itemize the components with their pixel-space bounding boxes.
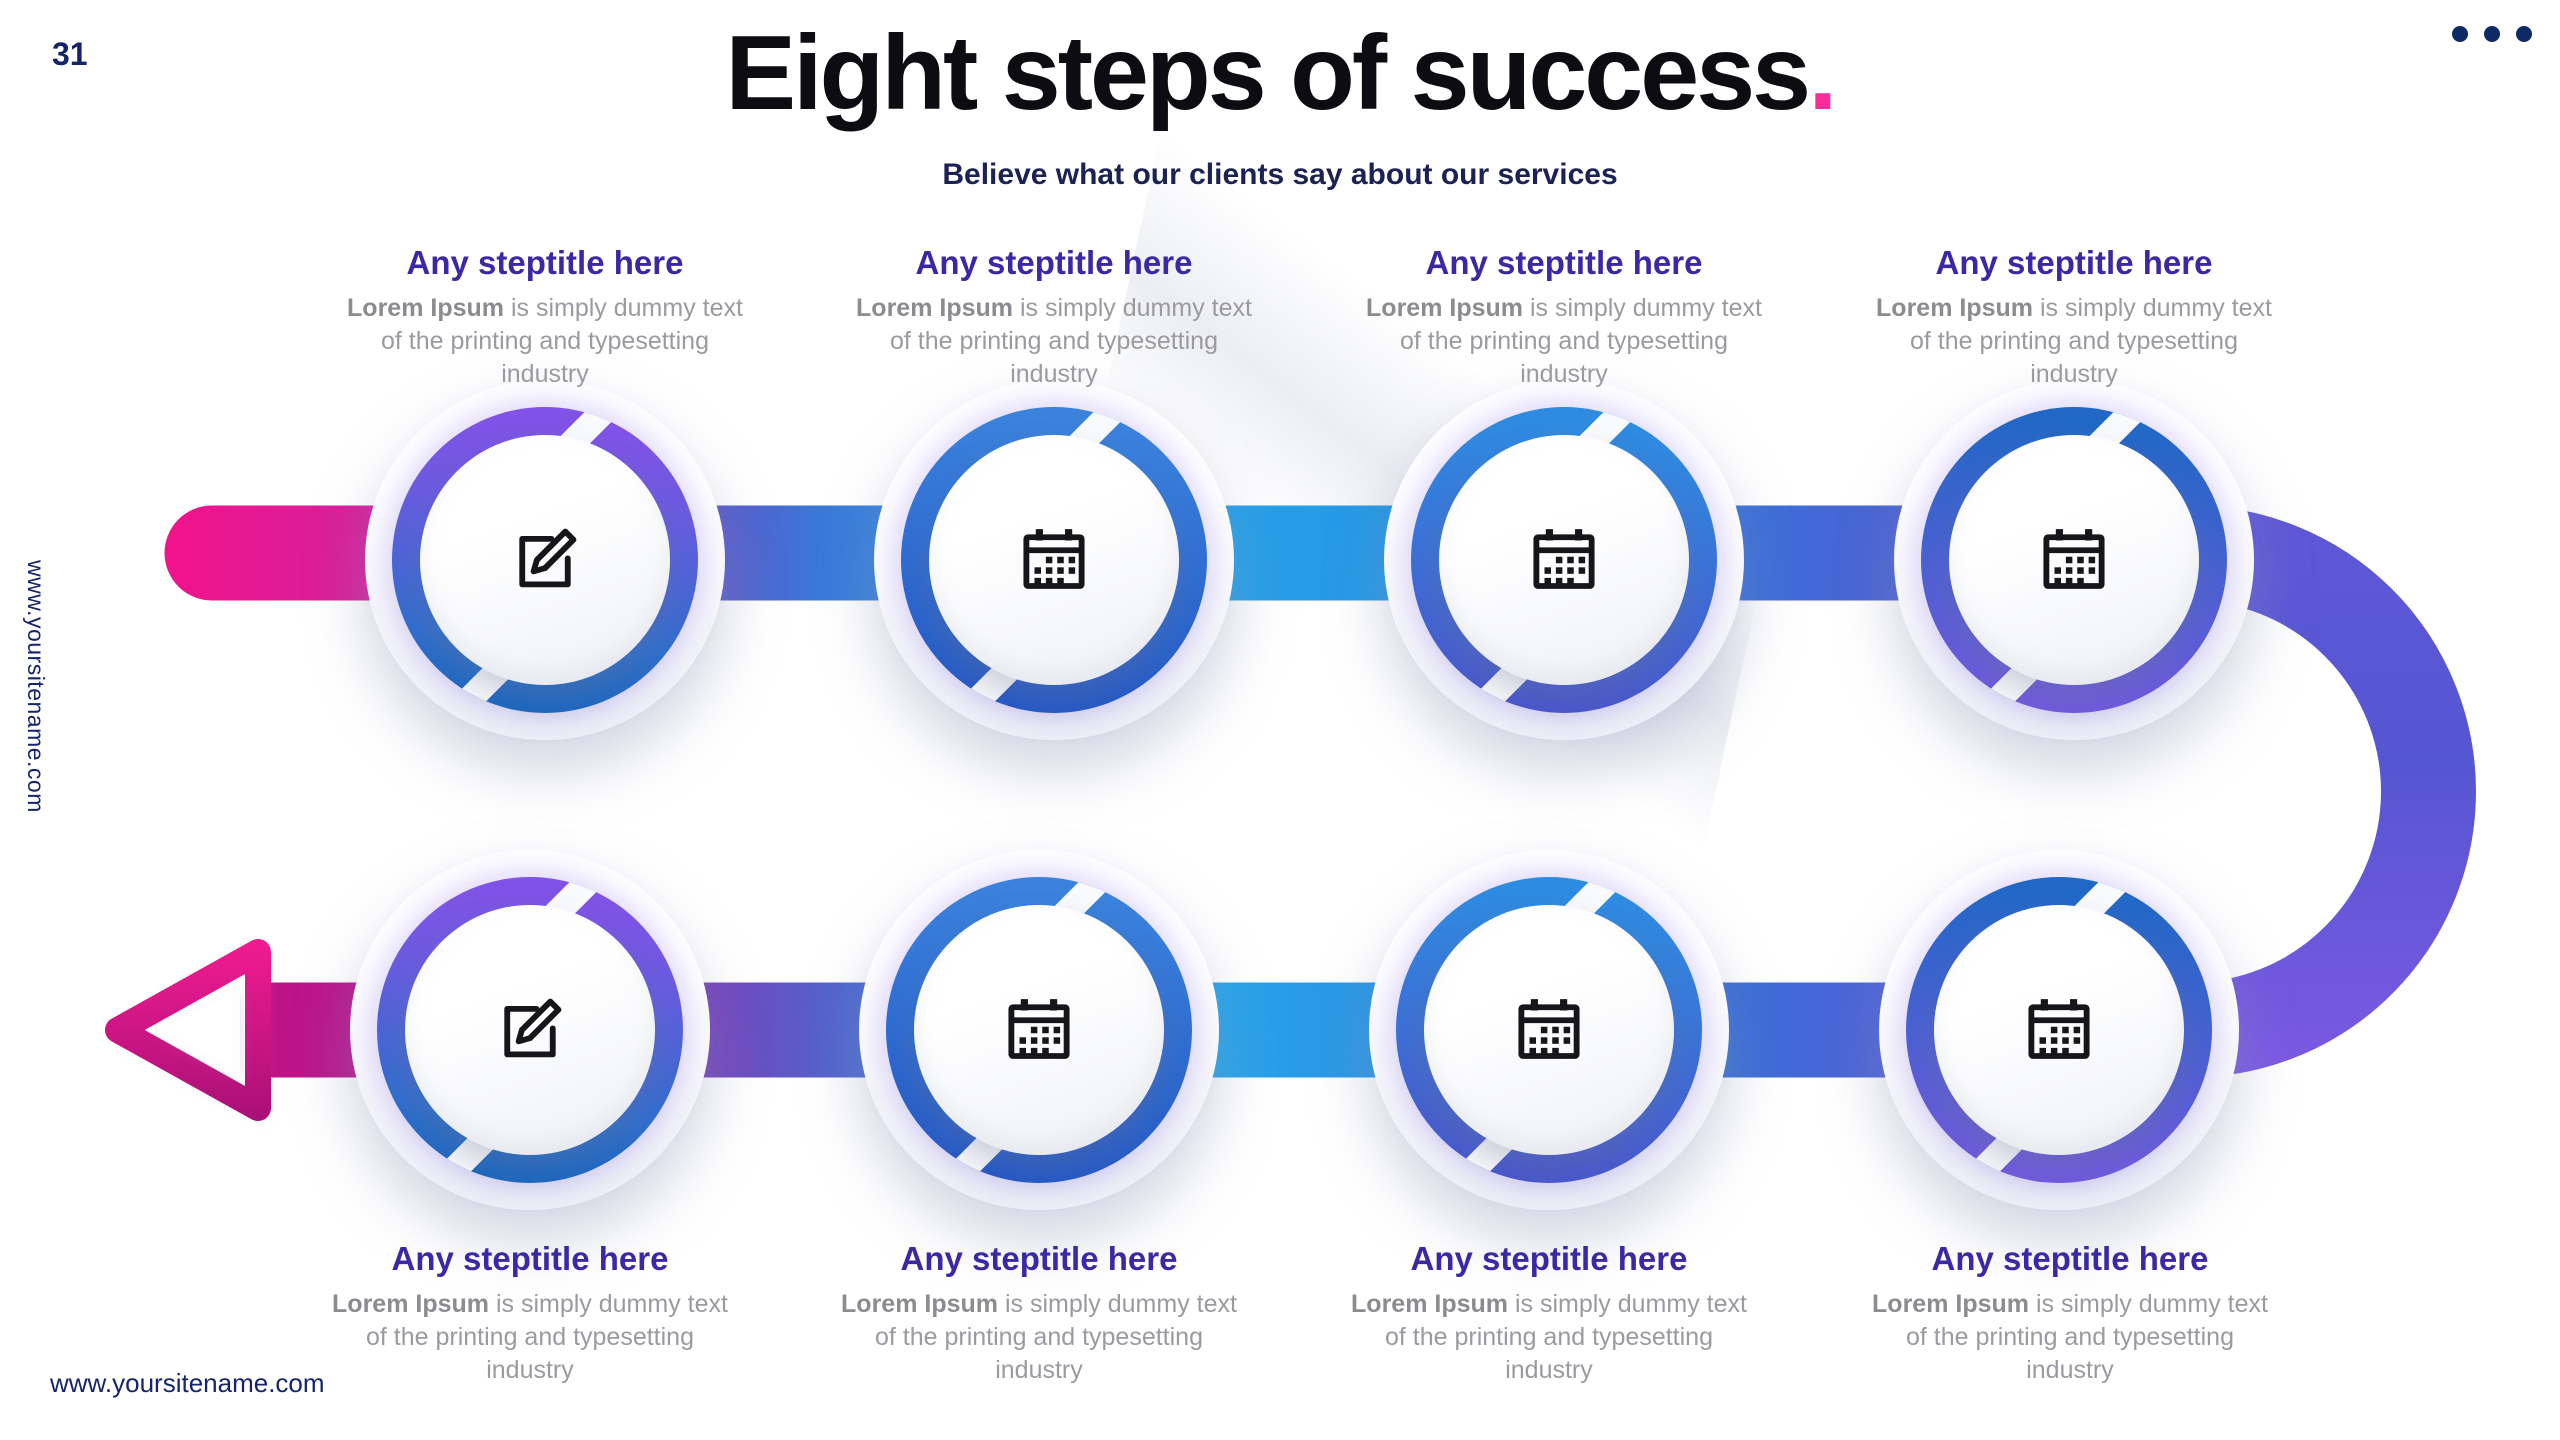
title-accent-period: . xyxy=(1808,14,1838,132)
calendar-icon xyxy=(2043,529,2105,589)
step-4-disc xyxy=(1949,435,2199,685)
vertical-site-link: www.yoursitename.com xyxy=(23,560,49,813)
ellipsis-menu-icon[interactable] xyxy=(2436,26,2532,44)
page-number: 31 xyxy=(52,36,88,72)
step-6-disc xyxy=(914,905,1164,1155)
step-description: Lorem Ipsum is simply dummy text of the … xyxy=(856,294,1252,388)
step-title: Any steptitle here xyxy=(406,244,684,281)
step-description: Lorem Ipsum is simply dummy text of the … xyxy=(1351,1290,1747,1384)
calendar-icon xyxy=(1518,999,1580,1059)
step-title: Any steptitle here xyxy=(1410,1240,1688,1277)
calendar-icon xyxy=(2028,999,2090,1059)
step-5-node xyxy=(350,850,710,1210)
step-description: Lorem Ipsum is simply dummy text of the … xyxy=(332,1290,728,1384)
step-3-node xyxy=(1384,380,1744,740)
page-title-text: Eight steps of success xyxy=(725,14,1811,132)
step-3-disc xyxy=(1439,435,1689,685)
step-4-text: Any steptitle here Lorem Ipsum is simply… xyxy=(1864,244,2284,391)
footer-site-link: www.yoursitename.com xyxy=(50,1368,325,1398)
step-5-text: Any steptitle here Lorem Ipsum is simply… xyxy=(320,1240,740,1387)
edit-icon xyxy=(519,528,577,588)
step-description: Lorem Ipsum is simply dummy text of the … xyxy=(1872,1290,2268,1384)
step-5-disc xyxy=(405,905,655,1155)
step-7-disc xyxy=(1424,905,1674,1155)
step-title: Any steptitle here xyxy=(1931,1240,2209,1277)
page-subtitle: Believe what our clients say about our s… xyxy=(942,158,1618,191)
step-1-node xyxy=(365,380,725,740)
edit-icon xyxy=(504,998,562,1058)
step-1-text: Any steptitle here Lorem Ipsum is simply… xyxy=(335,244,755,391)
step-2-node xyxy=(874,380,1234,740)
calendar-icon xyxy=(1533,529,1595,589)
step-1-disc xyxy=(420,435,670,685)
step-3-text: Any steptitle here Lorem Ipsum is simply… xyxy=(1354,244,1774,391)
step-6-text: Any steptitle here Lorem Ipsum is simply… xyxy=(829,1240,1249,1387)
step-title: Any steptitle here xyxy=(915,244,1193,281)
step-8-node xyxy=(1879,850,2239,1210)
step-6-node xyxy=(859,850,1219,1210)
step-description: Lorem Ipsum is simply dummy text of the … xyxy=(347,294,743,388)
step-2-disc xyxy=(929,435,1179,685)
step-description: Lorem Ipsum is simply dummy text of the … xyxy=(1876,294,2272,388)
step-7-text: Any steptitle here Lorem Ipsum is simply… xyxy=(1339,1240,1759,1387)
step-7-node xyxy=(1369,850,1729,1210)
step-title: Any steptitle here xyxy=(1425,244,1703,281)
page-title: Eight steps of success. xyxy=(0,17,2560,129)
step-title: Any steptitle here xyxy=(900,1240,1178,1277)
step-description: Lorem Ipsum is simply dummy text of the … xyxy=(841,1290,1237,1384)
step-2-text: Any steptitle here Lorem Ipsum is simply… xyxy=(844,244,1264,391)
step-8-text: Any steptitle here Lorem Ipsum is simply… xyxy=(1860,1240,2280,1387)
calendar-icon xyxy=(1023,529,1085,589)
back-arrow-icon xyxy=(105,939,271,1121)
calendar-icon xyxy=(1008,999,1070,1059)
step-4-node xyxy=(1894,380,2254,740)
step-title: Any steptitle here xyxy=(391,1240,669,1277)
step-description: Lorem Ipsum is simply dummy text of the … xyxy=(1366,294,1762,388)
step-title: Any steptitle here xyxy=(1935,244,2213,281)
step-8-disc xyxy=(1934,905,2184,1155)
